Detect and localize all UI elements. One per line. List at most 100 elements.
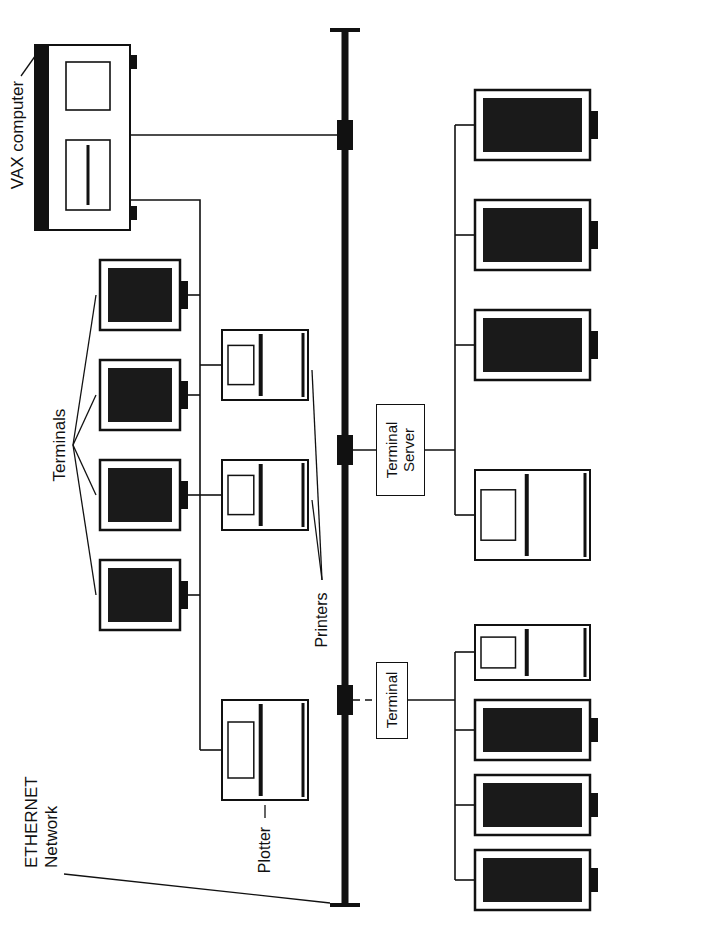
cabinet-foot bbox=[130, 206, 137, 220]
server-device-line bbox=[454, 125, 456, 515]
monitor-case bbox=[475, 310, 590, 380]
monitor-screen bbox=[483, 318, 582, 372]
vax-bus-wire bbox=[130, 134, 337, 136]
monitor-base bbox=[180, 381, 188, 409]
monitor-case bbox=[475, 90, 590, 160]
terminal-icon bbox=[475, 775, 598, 835]
monitor-base bbox=[590, 111, 598, 139]
printer-body bbox=[222, 460, 308, 530]
monitor-screen bbox=[483, 98, 582, 152]
monitor-screen bbox=[108, 568, 172, 622]
monitor-base bbox=[590, 718, 598, 742]
monitor-base bbox=[590, 868, 598, 892]
device-stub bbox=[200, 494, 222, 496]
device-stub bbox=[455, 514, 475, 516]
printer-platen bbox=[259, 464, 263, 526]
device-stub bbox=[188, 394, 200, 396]
printer-platen bbox=[259, 334, 263, 396]
monitor-case bbox=[100, 460, 180, 530]
monitor-screen bbox=[108, 368, 172, 422]
monitor-case bbox=[100, 560, 180, 630]
server-box: Terminal bbox=[376, 662, 408, 739]
monitor-screen bbox=[108, 468, 172, 522]
device-label: VAX computer bbox=[8, 79, 28, 191]
terminal-icon bbox=[475, 200, 598, 270]
printer-paper bbox=[481, 490, 516, 540]
device-stub bbox=[455, 124, 475, 126]
server-box: Terminal Server bbox=[376, 404, 425, 496]
monitor-base bbox=[180, 481, 188, 509]
transceiver bbox=[337, 120, 353, 150]
terminal-icon bbox=[475, 90, 598, 160]
printer-base bbox=[302, 703, 305, 797]
cabinet-foot bbox=[130, 55, 137, 69]
cabinet-panel bbox=[66, 140, 110, 210]
cabinet-band bbox=[35, 45, 49, 230]
leader-line bbox=[73, 395, 96, 445]
terminal-icon bbox=[475, 310, 598, 380]
leader-line bbox=[73, 295, 96, 445]
terminal-device-line bbox=[454, 652, 456, 880]
monitor-case bbox=[475, 850, 590, 910]
leader-line bbox=[73, 445, 96, 595]
printer-paper bbox=[228, 475, 254, 514]
monitor-base bbox=[180, 581, 188, 609]
monitor-screen bbox=[483, 208, 582, 262]
device-stub bbox=[188, 494, 200, 496]
monitor-base bbox=[590, 793, 598, 817]
device-label: ETHERNET Network bbox=[22, 770, 61, 870]
ethernet-bus bbox=[342, 30, 349, 905]
leader-line bbox=[264, 805, 265, 818]
printer-paper bbox=[228, 345, 254, 384]
monitor-base bbox=[590, 221, 598, 249]
terminal-icon bbox=[100, 360, 188, 430]
leader-lines bbox=[21, 52, 330, 903]
transceivers bbox=[337, 120, 353, 715]
monitor-base bbox=[180, 281, 188, 309]
device-stub bbox=[455, 344, 475, 346]
leader-line bbox=[64, 874, 330, 903]
box-label: Terminal bbox=[383, 670, 400, 731]
monitor-case bbox=[475, 775, 590, 835]
device-stub bbox=[188, 294, 200, 296]
terminal-icon bbox=[100, 460, 188, 530]
terminal-icon bbox=[100, 560, 188, 630]
cabinet-detail bbox=[87, 145, 90, 205]
device-stub bbox=[200, 364, 222, 366]
printer-icon bbox=[475, 470, 590, 560]
printer-base bbox=[302, 333, 305, 397]
terminal-icon bbox=[475, 700, 598, 760]
bus-end-cap bbox=[330, 903, 360, 907]
device-stub bbox=[455, 879, 475, 881]
monitor-case bbox=[475, 200, 590, 270]
printer-icon bbox=[222, 330, 308, 400]
leader-line bbox=[312, 500, 322, 580]
monitor-base bbox=[590, 331, 598, 359]
printer-platen bbox=[525, 629, 529, 676]
device-stub bbox=[455, 234, 475, 236]
printer-base bbox=[584, 473, 587, 557]
monitor-screen bbox=[483, 858, 582, 902]
device-stub bbox=[200, 749, 222, 751]
transceiver bbox=[337, 435, 353, 465]
monitor-screen bbox=[483, 783, 582, 827]
monitor-case bbox=[100, 360, 180, 430]
device-stub bbox=[455, 651, 475, 653]
device-stub bbox=[188, 594, 200, 596]
bus-end-cap bbox=[330, 28, 360, 32]
wires bbox=[130, 30, 475, 905]
printer-platen bbox=[259, 704, 263, 796]
vax-cabinet bbox=[35, 45, 137, 230]
device-label: Plotter bbox=[256, 825, 274, 875]
leader-line bbox=[312, 370, 322, 580]
transceiver bbox=[337, 685, 353, 715]
printer-base bbox=[302, 463, 305, 527]
device-stub bbox=[455, 804, 475, 806]
cabinet-panel bbox=[66, 62, 110, 110]
printer-body bbox=[475, 625, 590, 680]
monitor-screen bbox=[483, 708, 582, 752]
devices bbox=[100, 90, 598, 910]
monitor-case bbox=[475, 700, 590, 760]
